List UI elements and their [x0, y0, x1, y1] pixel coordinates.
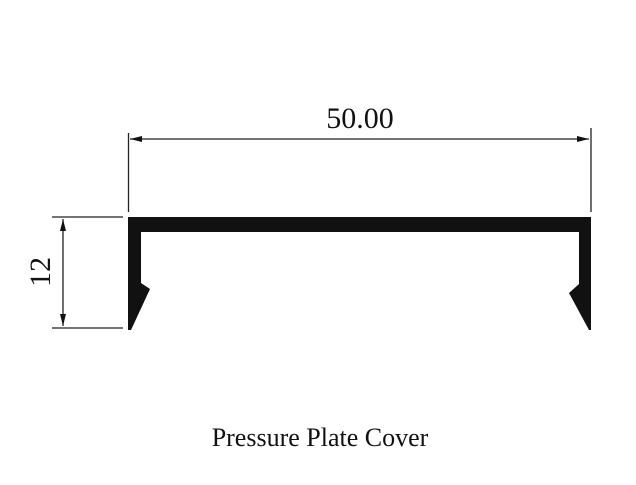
caption: Pressure Plate Cover: [212, 423, 429, 452]
height-dimension: [52, 216, 123, 329]
height-dimension-label: 12: [24, 257, 57, 287]
width-dimension: [127, 128, 592, 212]
pressure-plate-cover-profile: [128, 217, 591, 330]
width-dimension-label: 50.00: [326, 102, 394, 135]
